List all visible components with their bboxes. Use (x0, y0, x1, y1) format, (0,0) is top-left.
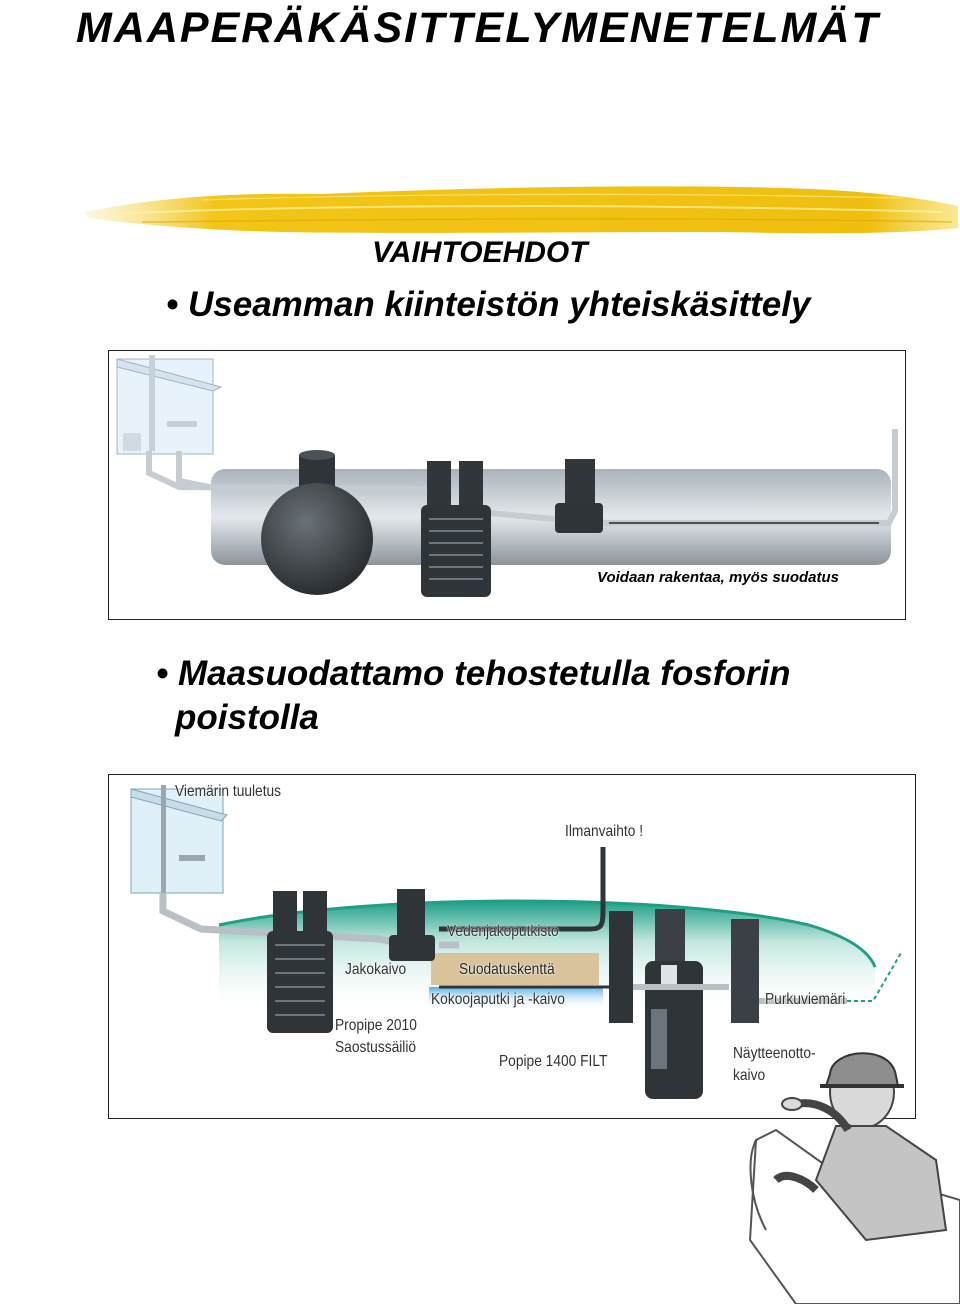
label-filter-unit: Popipe 1400 FILT (499, 1053, 608, 1070)
label-tank-name: Saostussäiliö (335, 1039, 417, 1056)
house-icon (130, 785, 228, 895)
ribbed-septic-tanks (421, 461, 491, 597)
label-filter-field: Suodatuskenttä (459, 961, 555, 978)
bullet-shared-treatment: • Useamman kiinteistön yhteiskäsittely (166, 285, 810, 325)
bullet-soil-filter-line1: Maasuodattamo tehostetulla fosforin (178, 654, 791, 693)
soil-filter-illustration (130, 785, 902, 1099)
page-title: MAAPERÄKÄSITTELYMENETELMÄT (76, 4, 880, 52)
worker-body (814, 1125, 948, 1242)
bullet-glyph: • (156, 654, 169, 693)
bullet-shared-treatment-text: Useamman kiinteistön yhteiskäsittely (188, 285, 811, 324)
label-distribution-well: Jakokaivo (345, 961, 407, 978)
bullet-glyph: • (166, 285, 179, 324)
filter-unit-popipe-1400 (609, 909, 729, 1099)
shared-treatment-diagram: Voidaan rakentaa, myös suodatus (108, 350, 906, 620)
distribution-well (555, 459, 603, 533)
yellow-brush-stroke-decoration (84, 186, 958, 234)
sample-well (731, 919, 847, 1023)
bullet-soil-filter-line2: poistolla (175, 698, 319, 737)
septic-tank-propipe-2010 (267, 891, 333, 1033)
construction-worker-clipart (748, 1052, 960, 1304)
label-sample-well-line2: kaivo (733, 1067, 766, 1084)
label-sample-well-line1: Näytteenotto- (733, 1045, 816, 1062)
label-tank-model: Propipe 2010 (335, 1017, 417, 1034)
house-icon (116, 355, 223, 455)
diagram1-caption: Voidaan rakentaa, myös suodatus (597, 569, 840, 586)
label-vent: Viemärin tuuletus (175, 783, 282, 800)
label-collector: Kokoojaputki ja -kaivo (431, 991, 565, 1008)
alternatives-heading: VAIHTOEHDOT (372, 236, 588, 269)
shared-treatment-illustration (116, 355, 898, 597)
label-distribution-pipe: Vedenjakoputkisto (447, 923, 559, 940)
filter-field (431, 953, 599, 985)
hard-hat-icon (824, 1052, 900, 1087)
label-outlet: Purkuviemäri (765, 991, 846, 1008)
label-air: Ilmanvaihto ! (565, 823, 644, 840)
collection-layer (429, 987, 603, 1009)
bullet-soil-filter: • Maasuodattamo tehostetulla fosforin po… (156, 652, 856, 740)
distribution-well (389, 889, 435, 961)
spherical-septic-tank (261, 450, 373, 595)
soil-filter-diagram: Viemärin tuuletus Ilmanvaihto ! Vedenjak… (108, 774, 916, 1119)
